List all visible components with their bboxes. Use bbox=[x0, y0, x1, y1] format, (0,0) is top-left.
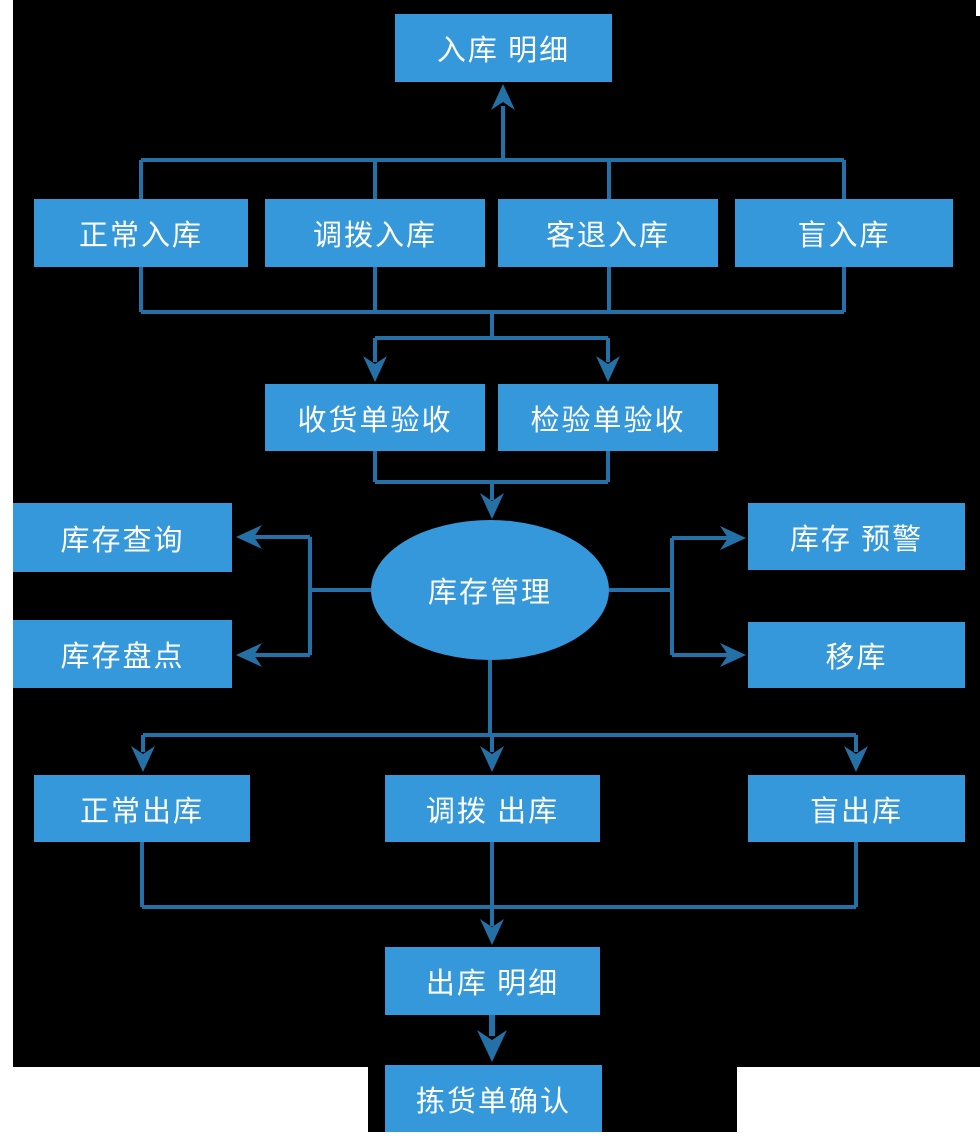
arrowhead-left-stock-count bbox=[236, 643, 262, 667]
arrowhead-down-transfer-out bbox=[480, 746, 504, 772]
edge-row2-stubs-down bbox=[139, 267, 846, 312]
edge-top-stubs bbox=[139, 160, 846, 199]
arrowhead-right-stock-alert bbox=[720, 526, 746, 550]
top-right-margin bbox=[976, 0, 980, 16]
arrowhead-right-move-stock bbox=[720, 643, 746, 667]
node-stock-management: 库存管理 bbox=[371, 520, 609, 660]
node-inbound-detail: 入库 明细 bbox=[395, 14, 612, 82]
edge-right-arrows bbox=[672, 536, 728, 657]
node-stock-count: 库存盘点 bbox=[13, 620, 232, 688]
node-transfer-in: 调拨入库 bbox=[265, 199, 485, 267]
node-stock-alert: 库存 预警 bbox=[748, 503, 965, 570]
node-blind-out: 盲出库 bbox=[748, 775, 965, 842]
node-pick-confirm: 拣货单确认 bbox=[385, 1065, 602, 1132]
arrowhead-up-inbound-detail bbox=[491, 84, 515, 110]
left-margin bbox=[0, 0, 13, 1147]
node-move-stock: 移库 bbox=[748, 622, 965, 688]
node-normal-in: 正常入库 bbox=[34, 199, 248, 267]
edge-left-arrows bbox=[254, 535, 310, 657]
bottom-margin bbox=[0, 1132, 980, 1147]
arrowhead-down-pick-confirm bbox=[477, 1030, 507, 1062]
arrowhead-down-stock-management bbox=[480, 493, 504, 519]
arrowhead-left-stock-query bbox=[236, 525, 262, 549]
arrowhead-down-inspect-check bbox=[596, 356, 620, 382]
edge-outrow-stubs-down bbox=[140, 842, 858, 907]
node-transfer-out: 调拨 出库 bbox=[385, 775, 600, 842]
edge-check-stubs-down bbox=[373, 451, 610, 482]
arrowhead-down-outbound-detail bbox=[480, 919, 504, 945]
node-return-in: 客退入库 bbox=[498, 199, 718, 267]
node-stock-query: 库存查询 bbox=[13, 503, 232, 572]
arrowhead-down-receipt-check bbox=[363, 356, 387, 382]
arrowhead-down-normal-out bbox=[131, 746, 155, 772]
node-inspect-check: 检验单验收 bbox=[498, 384, 718, 451]
arrowhead-down-blind-out bbox=[844, 746, 868, 772]
node-blind-in: 盲入库 bbox=[735, 199, 953, 267]
edge-check-arrows bbox=[373, 338, 610, 362]
edge-out-arrows bbox=[141, 735, 858, 752]
node-outbound-detail: 出库 明细 bbox=[385, 947, 600, 1015]
node-normal-out: 正常出库 bbox=[34, 775, 250, 842]
node-receipt-check: 收货单验收 bbox=[265, 384, 485, 451]
